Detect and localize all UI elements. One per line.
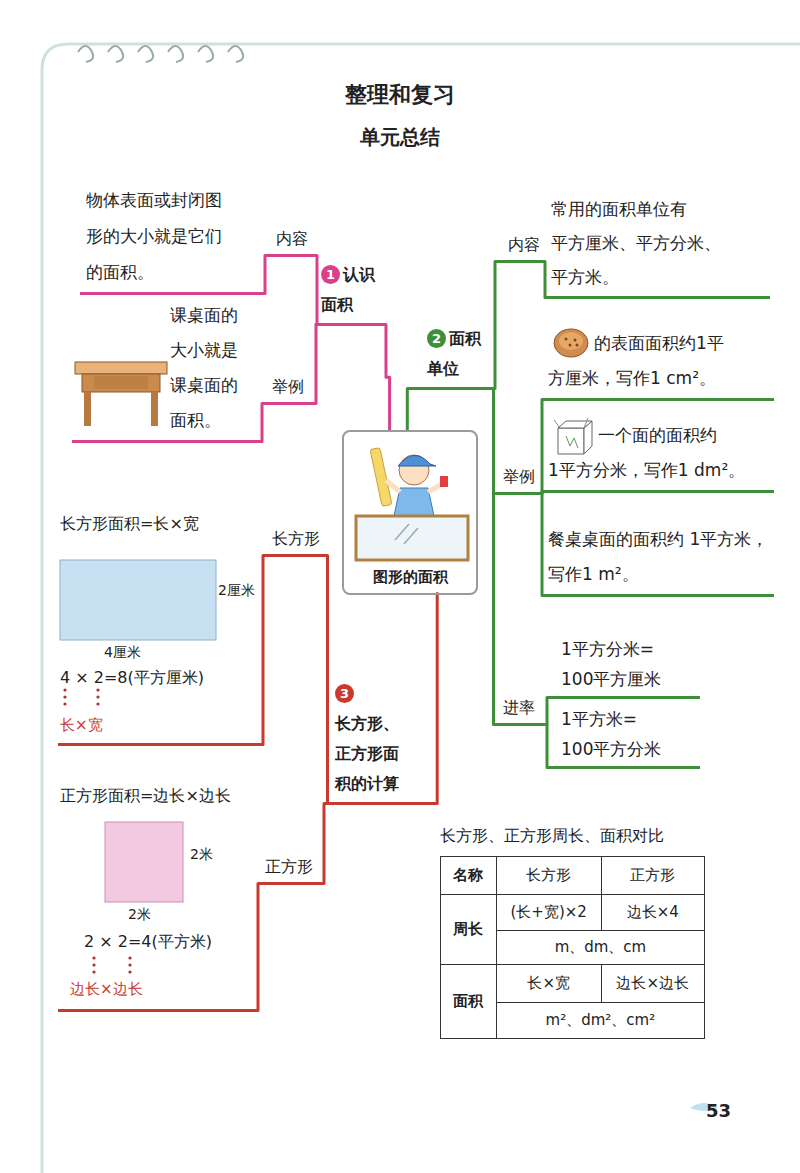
table-cell: 长×宽 — [496, 965, 601, 1003]
formula-text: 长方形面积=长×宽 — [60, 514, 199, 535]
callout-number: 2 — [427, 329, 446, 348]
figure-text: 2厘米 — [218, 582, 255, 600]
note-text-line: 常用的面积单位有 平方厘米、平方分米、 平方米。 — [551, 192, 766, 294]
note-text-line: 1平方米= 100平方分米 — [561, 704, 696, 764]
note-text-line: 餐桌桌面的面积约 1平方米，写作1 m²。 — [548, 522, 770, 592]
branch-connector — [539, 725, 555, 768]
note-text-line: 的表面面积约1平 方厘米，写作1 cm²。 — [548, 326, 770, 396]
note-text-line: 进率 — [503, 695, 535, 721]
page-frame — [42, 44, 800, 1173]
note-text: 长方形 — [265, 524, 325, 557]
branch-connector — [490, 389, 497, 725]
branch-topic: 1认识 面积 — [316, 258, 386, 326]
figure-text: 长×宽 — [60, 716, 103, 735]
table-cell: 面积 — [441, 965, 497, 1039]
branch-connector — [318, 804, 330, 884]
note-text: 进率 — [497, 693, 539, 726]
figure-text: 2米 — [190, 846, 213, 864]
branch-connector — [316, 256, 317, 325]
note-text-line: 内容 — [506, 232, 541, 258]
square-figure — [105, 822, 183, 902]
note-text: 的表面面积约1平 方厘米，写作1 cm²。 — [542, 324, 774, 401]
cookie-icon — [554, 329, 588, 357]
figure-text: 2米 — [128, 906, 151, 924]
table-cell: 周长 — [441, 895, 497, 965]
figure-text: 边长×边长 — [70, 980, 143, 999]
branch-connector — [258, 404, 262, 442]
branch-connector — [386, 325, 390, 431]
note-text: 正方形 — [258, 852, 318, 885]
rectangle-figure — [60, 560, 216, 640]
note-text-line: 1平方分米= 100平方厘米 — [561, 634, 696, 694]
note-text: 餐桌桌面的面积约 1平方米，写作1 m²。 — [542, 520, 774, 597]
branch-line: 3 长方形、 正方形面 积的计算 — [335, 679, 420, 799]
figure-text: 2 × 2=4(平方米) — [84, 932, 212, 953]
example-panel: 长方形面积=长×宽 2厘米 4厘米 4 × 2=8(平方厘米) 长×宽 — [58, 510, 263, 746]
callout-number: 3 — [335, 684, 354, 703]
branch-title: 长方形、 正方形面 积的计算 — [335, 714, 399, 793]
note-text: 1平方米= 100平方分米 — [555, 702, 700, 769]
branch-topic: 2面积 单位 — [422, 322, 490, 390]
table-cell: m²、dm²、cm² — [496, 1003, 704, 1039]
binding-spirals — [78, 46, 243, 62]
table-cell: 名称 — [441, 857, 497, 895]
note-text: 举例 — [497, 462, 539, 495]
note-text-line: 举例 — [503, 464, 535, 490]
page-number: 53 — [706, 1100, 731, 1121]
boy-illustration — [356, 448, 468, 560]
note-text: 物体表面或封闭图 形的大小就是它们 的面积。 — [80, 180, 265, 295]
branch-connector — [407, 389, 422, 431]
page-title: 整理和复习 — [0, 80, 800, 110]
table-cell: 正方形 — [601, 857, 704, 895]
branch-connector — [263, 556, 265, 745]
note-text: 举例 — [262, 372, 312, 405]
note-text-line: 举例 — [268, 374, 308, 400]
note-text-line: 物体表面或封闭图 形的大小就是它们 的面积。 — [86, 182, 261, 290]
branch-connector — [544, 262, 547, 298]
note-text: 内容 — [500, 230, 545, 263]
center-box: 图形的面积 — [342, 430, 478, 595]
branch-connector — [264, 256, 267, 294]
note-text: 一个面的面积约 1平方分米，写作1 dm²。 — [542, 416, 774, 493]
note-text: 课桌面的 大小就是 课桌面的 面积。 — [72, 296, 258, 443]
branch-connector — [539, 698, 555, 725]
note-text-line: 一个面的面积约 1平方分米，写作1 dm²。 — [548, 418, 770, 488]
figure-text: 4 × 2=8(平方厘米) — [60, 668, 204, 689]
comparison-table: 名称长方形正方形周长(长+宽)×2边长×4m、dm、cm面积长×宽边长×边长m²… — [440, 856, 705, 1039]
center-title: 图形的面积 — [344, 568, 476, 587]
note-text: 内容 — [265, 224, 317, 257]
table-cell: 边长×4 — [601, 895, 704, 931]
table-cell: 长方形 — [496, 857, 601, 895]
desk-illustration — [75, 362, 167, 426]
branch-line: 1认识 面积 — [321, 260, 384, 320]
table-cell: 边长×边长 — [601, 965, 704, 1003]
branch-topic: 3 长方形、 正方形面 积的计算 — [330, 677, 422, 805]
note-text: 常用的面积单位有 平方厘米、平方分米、 平方米。 — [545, 190, 770, 299]
table-cell: (长+宽)×2 — [496, 895, 601, 931]
note-text-line: 正方形 — [264, 854, 314, 880]
table-title: 长方形、正方形周长、面积对比 — [440, 826, 664, 847]
note-text: 1平方分米= 100平方厘米 — [555, 632, 700, 699]
formula-text: 正方形面积=边长×边长 — [60, 786, 231, 807]
branch-line: 2面积 单位 — [427, 324, 488, 384]
branch-connector — [312, 325, 316, 404]
example-panel: 正方形面积=边长×边长 2米 2米 2 × 2=4(平方米) 边长×边长 — [58, 780, 253, 1012]
note-text-line: 课桌面的 大小就是 课桌面的 面积。 — [170, 298, 254, 438]
section-subtitle: 单元总结 — [0, 124, 800, 151]
branch-connector — [253, 884, 258, 1011]
callout-number: 1 — [321, 265, 340, 284]
box-icon — [554, 418, 592, 454]
figure-text: 4厘米 — [104, 644, 141, 662]
table-cell: m、dm、cm — [496, 931, 704, 965]
note-text-line: 内容 — [271, 226, 313, 252]
note-text-line: 长方形 — [271, 526, 321, 552]
branch-connector — [490, 262, 500, 389]
branch-connector — [422, 594, 437, 804]
